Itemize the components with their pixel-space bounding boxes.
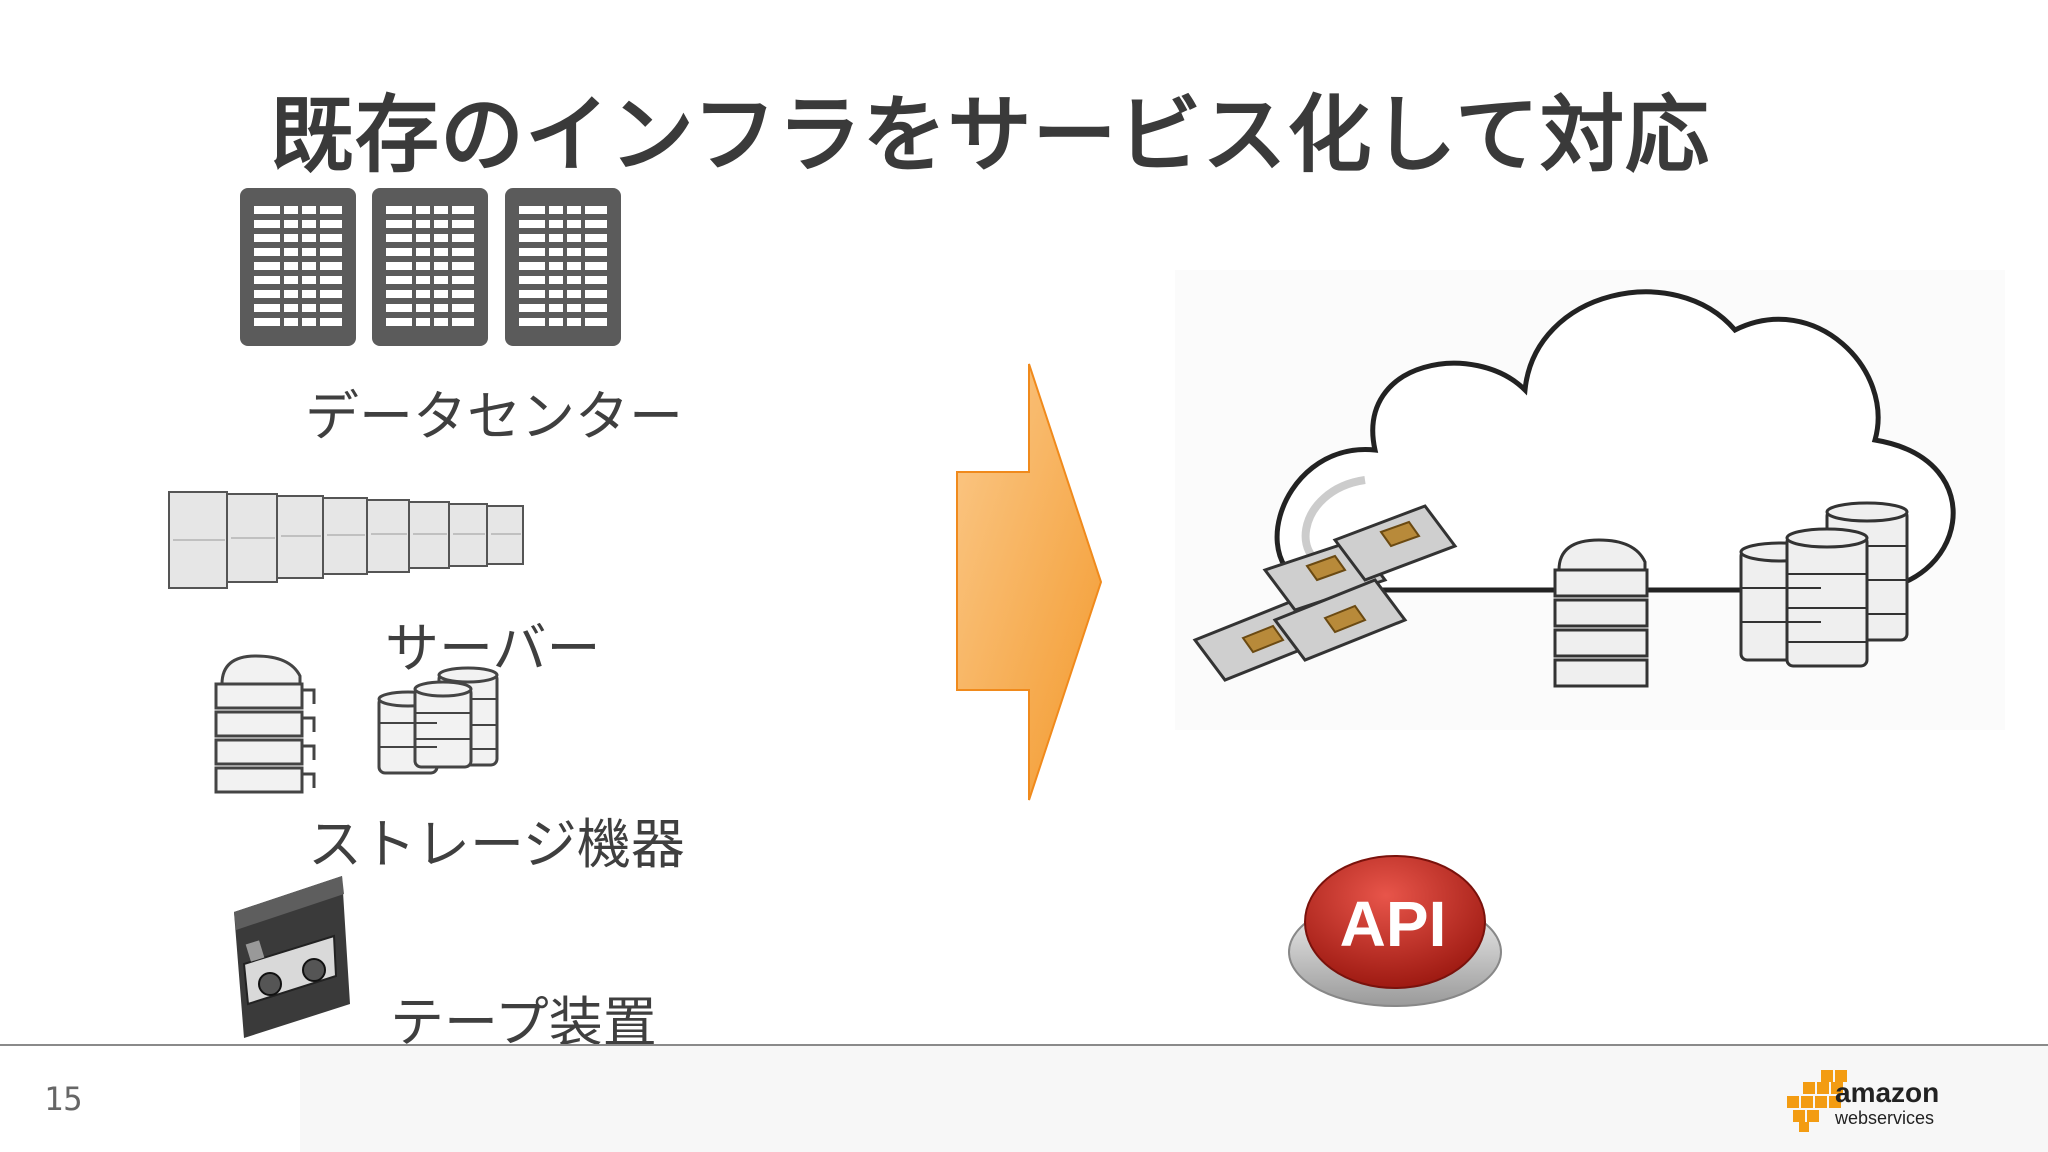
storage-label: ストレージ機器 xyxy=(308,813,685,876)
aws-logo-icon: amazon webservices xyxy=(1787,1070,1939,1132)
aws-logo-line1: amazon xyxy=(1835,1077,1939,1108)
storage-stack-icon xyxy=(214,654,316,794)
api-button-label: API xyxy=(1340,888,1447,960)
storage-disks-icon xyxy=(377,666,499,775)
cloud-infrastructure-icon xyxy=(1175,270,2005,730)
tape-cartridge-icon xyxy=(234,876,350,1038)
footer-band xyxy=(300,1046,2048,1152)
server-label: サーバー xyxy=(385,617,601,680)
server-icon xyxy=(168,491,524,589)
datacenter-icon xyxy=(240,188,621,346)
aws-logo-line2: webservices xyxy=(1834,1108,1934,1128)
page-number: 15 xyxy=(44,1080,83,1118)
datacenter-label: データセンター xyxy=(305,385,683,448)
slide-title: 既存のインフラをサービス化して対応 xyxy=(270,86,1710,184)
transition-arrow-icon xyxy=(956,363,1103,801)
api-button-icon: API xyxy=(1288,855,1502,1007)
tape-label: テープ装置 xyxy=(390,991,657,1054)
footer-divider xyxy=(0,1044,2048,1046)
